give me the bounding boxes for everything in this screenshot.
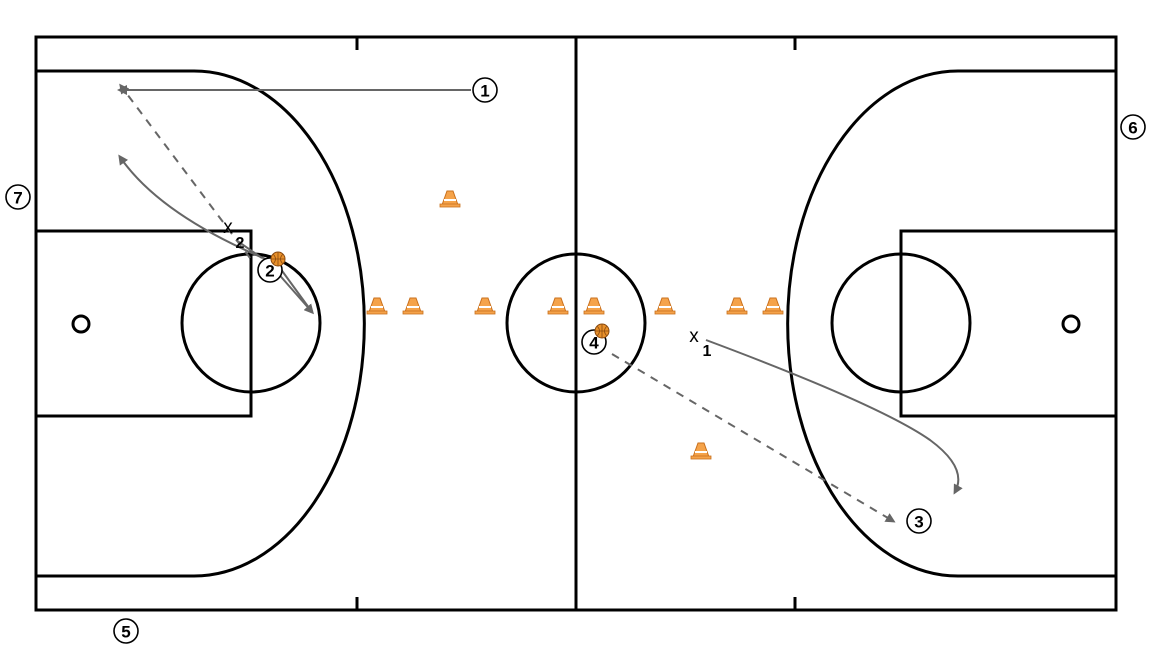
pass-arrow <box>119 83 251 259</box>
player-4: 4 <box>581 323 610 355</box>
player-number: 5 <box>121 623 130 642</box>
pass-arrow <box>611 353 896 523</box>
move-arrow <box>118 154 269 261</box>
cone-icon <box>366 297 388 315</box>
cone-icon <box>726 297 748 315</box>
cone-icon <box>474 297 496 315</box>
defender-mark: x <box>689 326 699 347</box>
defender-number: 2 <box>236 235 245 252</box>
basket-left <box>71 314 91 334</box>
key-right <box>899 229 1118 418</box>
basket-right <box>1061 314 1081 334</box>
cone-icon <box>402 297 424 315</box>
court-lines <box>34 35 1118 612</box>
defender-2: x 2 <box>223 217 244 252</box>
basketball-icon <box>594 323 610 339</box>
player-5: 5 <box>113 618 139 644</box>
move-arrow <box>705 339 963 495</box>
player-6: 6 <box>1120 114 1146 140</box>
player-circle <box>906 508 932 534</box>
defender-mark: x <box>223 217 233 238</box>
free-throw-circle-left <box>180 252 322 394</box>
player-number: 1 <box>480 82 489 101</box>
player-circle <box>113 618 139 644</box>
cone-icon <box>654 297 676 315</box>
cone-icon <box>762 297 784 315</box>
free-throw-circle-right <box>830 252 972 394</box>
player-circle <box>5 184 31 210</box>
player-number: 6 <box>1128 119 1137 138</box>
arrows <box>117 83 963 523</box>
player-1: 1 <box>472 77 498 103</box>
player-number: 2 <box>265 262 274 281</box>
center-circle <box>505 252 647 394</box>
key-left <box>34 229 253 418</box>
defender-number: 1 <box>703 343 712 360</box>
player-number: 3 <box>914 513 923 532</box>
cone-icon <box>583 297 605 315</box>
basketball-icon <box>270 251 286 267</box>
cone-icon <box>547 297 569 315</box>
player-circle <box>472 77 498 103</box>
player-number: 4 <box>589 334 599 353</box>
three-point-line-right <box>786 69 1116 578</box>
move-arrow <box>279 267 313 313</box>
player-7: 7 <box>5 184 31 210</box>
move-arrow <box>235 239 263 259</box>
player-3: 3 <box>906 508 932 534</box>
defender-1: x 1 <box>689 326 711 360</box>
player-2: 2 <box>257 251 286 283</box>
player-circle <box>1120 114 1146 140</box>
player-number: 7 <box>13 189 22 208</box>
cone-icon <box>690 442 712 460</box>
three-point-line-left <box>36 69 366 578</box>
cone-icon <box>439 190 461 208</box>
